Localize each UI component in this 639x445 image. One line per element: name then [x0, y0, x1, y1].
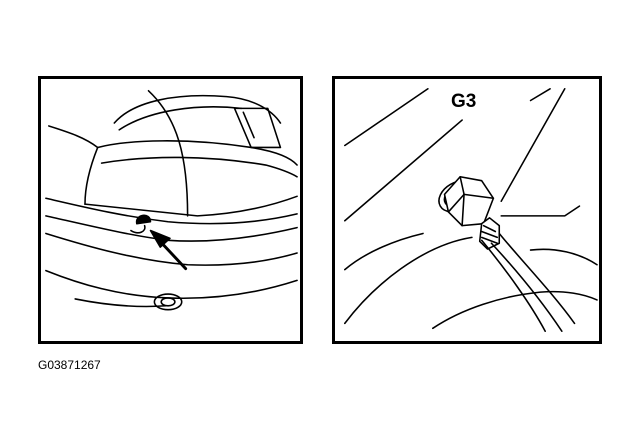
thread-1: [482, 224, 497, 233]
panel-curve-upper: [344, 232, 424, 271]
rear-window: [233, 107, 282, 149]
leader-line: [500, 205, 581, 217]
light-cluster-outer: [84, 146, 99, 205]
boot-lid-bottom: [84, 195, 298, 217]
hex-nut-face-3: [461, 193, 465, 227]
detail-label: G3: [451, 91, 477, 112]
body-line-4: [500, 87, 566, 202]
ground-point-marker: [135, 214, 152, 225]
roof-inner-line: [118, 106, 243, 131]
ground-point-bracket: [130, 224, 146, 234]
body-line-2: [344, 119, 463, 222]
exhaust-pipe-inner: [160, 297, 176, 307]
panel-curve-right: [529, 248, 598, 266]
vehicle-rear-illustration: [45, 89, 298, 311]
pointer-arrow-head: [149, 229, 171, 248]
vehicle-rear-view-panel: [38, 76, 303, 344]
ground-terminal-detail-panel: G3: [332, 76, 602, 344]
under-panel: [74, 298, 167, 308]
boot-lid-line: [100, 156, 298, 178]
thread-3: [480, 236, 499, 245]
bumper-top: [45, 197, 298, 225]
body-line-3: [529, 87, 551, 102]
hex-nut: [443, 175, 495, 227]
wire-1: [480, 239, 546, 333]
wire-3: [498, 232, 576, 325]
body-crease-line: [48, 125, 99, 149]
thread-2: [480, 230, 499, 239]
figure-id: G03871267: [38, 358, 101, 372]
hex-nut-face-2: [463, 193, 495, 200]
boot-lid-top: [96, 140, 298, 166]
rear-window-reflection: [242, 111, 255, 139]
panel-curve-lower: [432, 290, 598, 330]
exhaust-pipe-outer: [153, 293, 183, 311]
ground-terminal-illustration: [344, 87, 598, 333]
bumper-line-2: [45, 232, 298, 266]
body-line-1: [344, 87, 429, 147]
bumper-line-1: [45, 215, 298, 242]
panel-curve: [344, 236, 473, 325]
threaded-stud: [478, 217, 501, 250]
wire-2: [490, 242, 563, 333]
